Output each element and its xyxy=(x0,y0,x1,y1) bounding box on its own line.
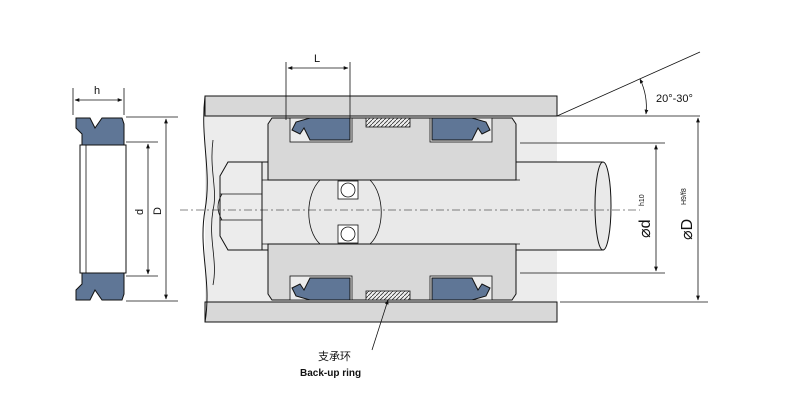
ball-bottom xyxy=(340,226,356,242)
seal-lip-top xyxy=(75,117,125,146)
D-label: D xyxy=(152,207,164,215)
phi-d-tolerance: h10 xyxy=(639,194,646,206)
L-label: L xyxy=(314,53,320,65)
seal-top-left xyxy=(291,117,351,141)
angle-label: 20°-30° xyxy=(656,93,693,105)
seal-lip-bottom xyxy=(75,272,125,301)
backup-ring-label-en: Back-up ring xyxy=(300,368,361,379)
cylinder-wall-top xyxy=(204,95,558,117)
seal-bottom-right xyxy=(431,277,491,301)
cylinder-wall-bottom xyxy=(204,301,558,323)
backup-ring-label-cn: 支承环 xyxy=(318,350,351,363)
seal-top-right xyxy=(431,117,491,141)
angle-line xyxy=(556,51,701,117)
seal-ring-outline xyxy=(79,144,127,274)
seal-cross-section: h d D xyxy=(72,85,178,302)
phi-d-label: ⌀d xyxy=(637,219,654,238)
seal-bottom-left xyxy=(291,277,351,301)
cylinder-assembly: L 20°-30° ⌀d h10 ⌀D H9/f8 支承环 Back-up ri… xyxy=(180,51,708,379)
backup-leader-line xyxy=(371,299,389,351)
d-label: d xyxy=(134,209,146,215)
rod-nut xyxy=(219,161,263,251)
h-label: h xyxy=(94,85,100,97)
backup-ring-top xyxy=(365,117,411,128)
backup-ring-bottom xyxy=(365,290,411,301)
phi-D-tolerance: H9/f8 xyxy=(681,188,688,205)
ball-top xyxy=(340,182,356,198)
phi-D-label: ⌀D xyxy=(679,219,696,240)
